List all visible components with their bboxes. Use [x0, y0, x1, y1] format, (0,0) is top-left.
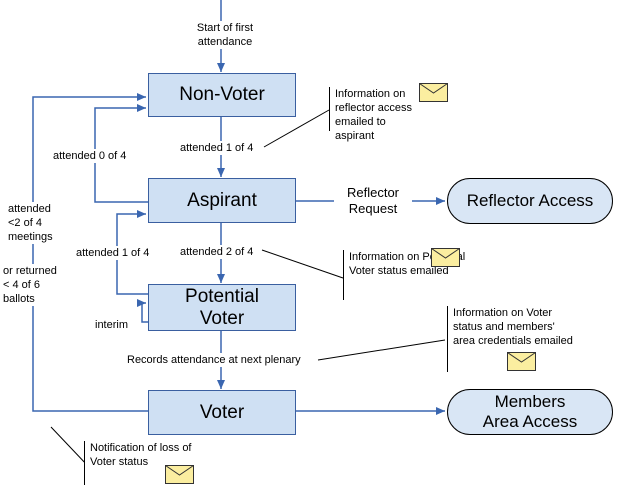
label-attended-0-of-4: attended 0 of 4 [53, 149, 127, 163]
envelope-icon [431, 248, 460, 267]
state-potential-voter-label: Potential Voter [185, 285, 259, 329]
note-reflector-info-text: Information on reflector access emailed … [335, 88, 413, 142]
terminal-reflector-access-label: Reflector Access [466, 191, 594, 210]
state-potential-voter: Potential Voter [148, 284, 296, 331]
envelope-icon [165, 465, 194, 484]
label-attended-1-of-4-mid: attended 1 of 4 [76, 246, 150, 260]
terminal-reflector-access: Reflector Access [447, 178, 613, 224]
state-voter: Voter [148, 390, 296, 435]
state-aspirant-label: Aspirant [187, 189, 257, 211]
envelope-icon [419, 83, 448, 102]
note-loss-notice-text: Notification of loss of Voter status [90, 442, 192, 468]
state-aspirant: Aspirant [148, 178, 296, 223]
label-interim: interim [95, 318, 129, 332]
label-demotion-attended: attended <2 of 4 meetings [8, 202, 60, 244]
terminal-members-area-access-label: Members Area Access [482, 392, 578, 431]
label-attended-1-of-4-top: attended 1 of 4 [180, 141, 254, 155]
edge-potential-interim-loop [137, 299, 148, 323]
note-loss-notice: Notification of loss of Voter status [84, 441, 202, 485]
label-demotion-ballots: or returned < 4 of 6 ballots [3, 264, 63, 306]
pointer-loss-note [50, 426, 89, 467]
label-reflector-request: Reflector Request [334, 185, 412, 217]
pointer-potential-note [261, 249, 344, 279]
state-non-voter: Non-Voter [148, 73, 296, 117]
pointer-reflector-note [263, 109, 330, 148]
envelope-icon [507, 352, 536, 371]
state-non-voter-label: Non-Voter [179, 84, 265, 105]
terminal-members-area-access: Members Area Access [447, 389, 613, 435]
pointer-voter-note [317, 339, 446, 361]
note-voter-info-text: Information on Voter status and members'… [453, 307, 573, 347]
state-voter-label: Voter [199, 401, 245, 423]
label-records-attendance: Records attendance at next plenary [127, 353, 301, 367]
edge-voter-demotion [32, 93, 148, 412]
label-attended-2-of-4: attended 2 of 4 [180, 245, 254, 259]
start-label: Start of first attendance [181, 21, 269, 49]
